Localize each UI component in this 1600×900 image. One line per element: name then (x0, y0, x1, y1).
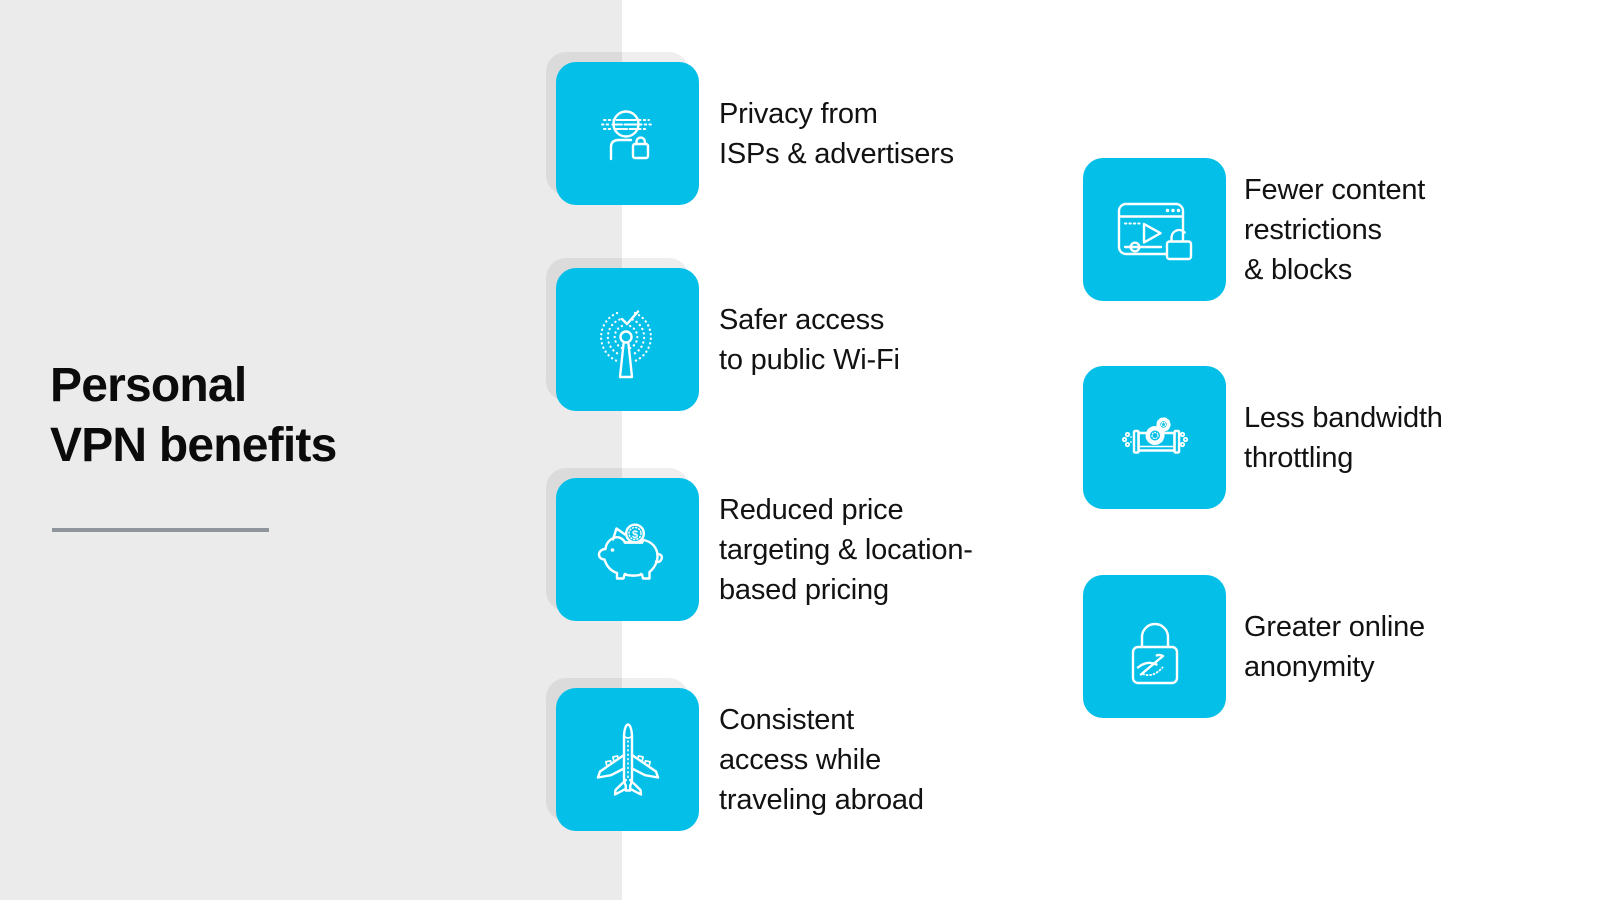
benefit-label: Consistent access while traveling abroad (719, 703, 924, 816)
benefit-item-price-targeting: $ Reduced price targeting & location- ba… (546, 468, 973, 621)
benefit-label: Fewer content restrictions & blocks (1244, 173, 1426, 286)
benefit-label: Safer access to public Wi-Fi (719, 303, 900, 376)
video-player-unlock-icon (1105, 180, 1205, 280)
piggy-bank-coin-icon: $ (578, 500, 678, 600)
lock-hidden-eye-icon (1105, 597, 1205, 697)
page-title-line2: VPN benefits (50, 419, 337, 472)
benefit-tile (1083, 575, 1226, 718)
benefit-label: Reduced price targeting & location- base… (719, 493, 973, 606)
pipe-gears-icon (1105, 388, 1205, 488)
benefit-item-content-restrictions: Fewer content restrictions & blocks (1083, 158, 1425, 301)
benefit-item-bandwidth: Less bandwidth throttling (1083, 366, 1443, 509)
benefit-tile (1083, 158, 1226, 301)
left-gray-panel (0, 0, 622, 900)
title-divider (52, 528, 269, 532)
benefit-tile (546, 258, 699, 411)
benefit-tile (546, 678, 699, 831)
benefit-label: Greater online anonymity (1244, 610, 1425, 683)
benefit-label: Privacy from ISPs & advertisers (719, 97, 954, 170)
page-title: Personal VPN benefits (50, 356, 337, 476)
benefit-tile (546, 52, 699, 205)
svg-text:$: $ (631, 528, 637, 540)
benefit-tile: $ (546, 468, 699, 621)
wifi-antenna-check-icon (578, 290, 678, 390)
anonymous-user-lock-icon (578, 84, 678, 184)
benefit-tile (1083, 366, 1226, 509)
airplane-icon (578, 710, 678, 810)
benefit-item-privacy: Privacy from ISPs & advertisers (546, 52, 954, 205)
benefit-item-public-wifi: Safer access to public Wi-Fi (546, 258, 900, 411)
benefit-label: Less bandwidth throttling (1244, 401, 1443, 474)
page-title-line1: Personal (50, 359, 247, 412)
benefit-item-travel: Consistent access while traveling abroad (546, 678, 924, 831)
benefit-item-anonymity: Greater online anonymity (1083, 575, 1425, 718)
